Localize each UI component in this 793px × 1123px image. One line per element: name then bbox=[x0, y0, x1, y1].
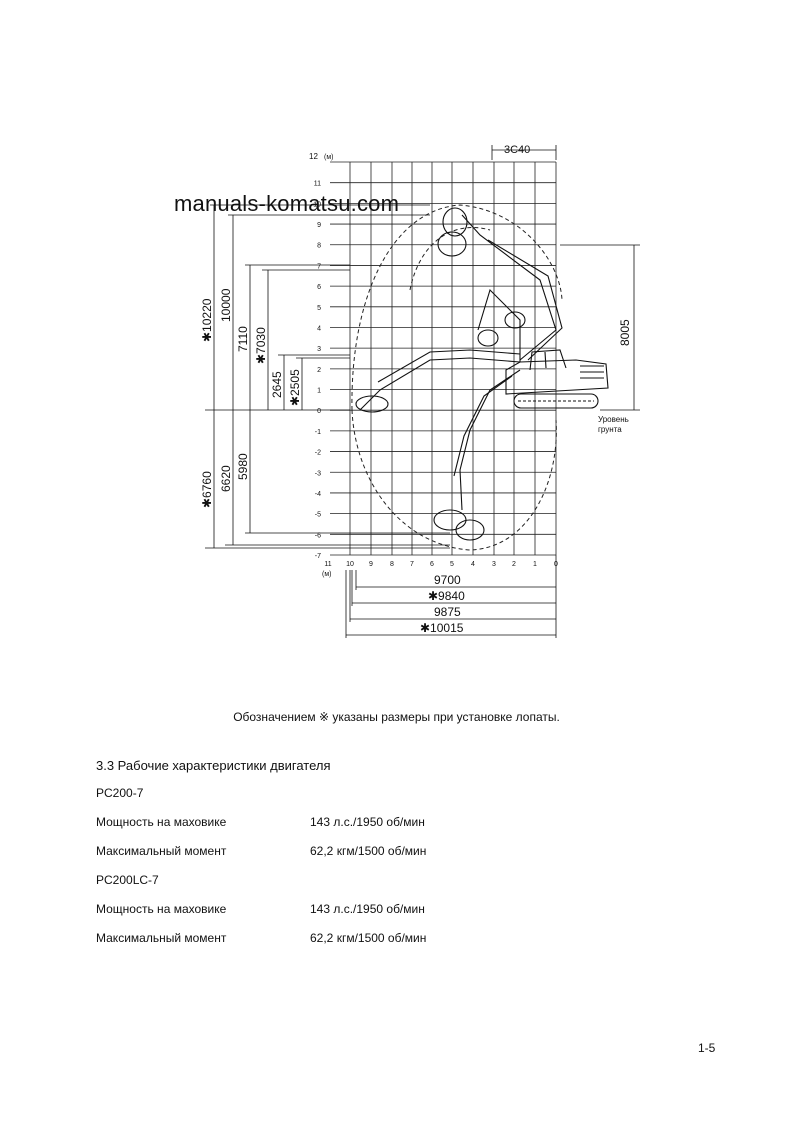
unit-label: (м) bbox=[324, 154, 333, 161]
shovel-note: Обозначением ※ указаны размеры при устан… bbox=[233, 710, 560, 724]
dimension-left-5: 2645 bbox=[270, 371, 284, 398]
spec-label: Максимальный момент bbox=[96, 844, 227, 858]
watermark-text: manuals-komatsu.com bbox=[174, 191, 400, 216]
x-tick-label: 10 bbox=[346, 561, 354, 568]
y-tick-label: -7 bbox=[315, 553, 321, 560]
dimension-bottom-1: 9700 bbox=[434, 573, 461, 587]
working-envelope bbox=[351, 204, 563, 551]
y-tick-label: 11 bbox=[314, 181, 321, 188]
spec-label: Мощность на маховике bbox=[96, 815, 227, 829]
dimension-right: 8005 bbox=[618, 319, 632, 346]
spec-label: Максимальный момент bbox=[96, 931, 227, 945]
x-tick-label: 4 bbox=[471, 561, 475, 568]
y-tick-label: 5 bbox=[317, 305, 321, 312]
dimension-left-6: ✱2505 bbox=[288, 369, 302, 406]
y-tick-label: -3 bbox=[315, 470, 321, 477]
dimension-left-9: 5980 bbox=[236, 453, 250, 480]
y-tick-label: -4 bbox=[315, 491, 321, 498]
dimension-left-2: 10000 bbox=[219, 288, 233, 322]
grid bbox=[330, 161, 557, 556]
page-number: 1-5 bbox=[698, 1041, 716, 1055]
y-tick-label: 9 bbox=[317, 222, 321, 229]
spec-value: 143 л.с./1950 об/мин bbox=[310, 902, 425, 916]
dimension-left-1: ✱10220 bbox=[200, 298, 214, 342]
dimension-left-3: 7110 bbox=[236, 326, 250, 352]
y-tick-label: 8 bbox=[317, 243, 321, 250]
y-tick-label: 6 bbox=[317, 284, 321, 291]
y-tick-label: -6 bbox=[315, 532, 321, 539]
section-title: 3.3 Рабочие характеристики двигателя bbox=[96, 758, 331, 773]
x-tick-label: 9 bbox=[369, 561, 373, 568]
y-tick-label: 0 bbox=[317, 408, 321, 415]
dimension-lines bbox=[205, 145, 640, 638]
x-unit-label: (м) bbox=[322, 571, 331, 578]
x-tick-label: 7 bbox=[410, 561, 414, 568]
dimension-bottom-4: ✱10015 bbox=[420, 621, 464, 635]
ground-level-label-2: грунта bbox=[598, 425, 622, 434]
x-tick-label: 5 bbox=[450, 561, 454, 568]
y-tick-label: 7 bbox=[317, 263, 321, 270]
spec-value: 62,2 кгм/1500 об/мин bbox=[310, 844, 427, 858]
spec-value: 62,2 кгм/1500 об/мин bbox=[310, 931, 427, 945]
dimension-left-4: ✱7030 bbox=[254, 327, 268, 364]
excavator-illustration bbox=[355, 207, 609, 541]
dimension-bottom-3: 9875 bbox=[434, 605, 461, 619]
x-tick-label: 6 bbox=[430, 561, 434, 568]
y-tick-label: -1 bbox=[315, 429, 321, 436]
y-tick-label: -5 bbox=[315, 512, 321, 519]
model-name: PC200LC-7 bbox=[96, 873, 159, 887]
x-tick-label: 11 bbox=[324, 561, 331, 568]
y-tick-label: 4 bbox=[317, 325, 321, 332]
dimension-bottom-2: ✱9840 bbox=[428, 589, 465, 603]
x-tick-label: 2 bbox=[512, 561, 516, 568]
y-tick-label: -2 bbox=[315, 450, 321, 457]
dimension-top: 3С40 bbox=[504, 144, 530, 156]
y-tick-label: 12 bbox=[309, 152, 318, 161]
x-tick-label: 8 bbox=[390, 561, 394, 568]
model-name: PC200-7 bbox=[96, 786, 144, 800]
spec-value: 143 л.с./1950 об/мин bbox=[310, 815, 425, 829]
x-tick-label: 1 bbox=[533, 561, 537, 568]
spec-label: Мощность на маховике bbox=[96, 902, 227, 916]
ground-level-label-1: Уровень bbox=[598, 415, 629, 424]
y-tick-label: 2 bbox=[317, 367, 321, 374]
y-tick-label: 3 bbox=[317, 346, 321, 353]
x-tick-label: 3 bbox=[492, 561, 496, 568]
y-tick-label: 1 bbox=[317, 388, 321, 395]
dimension-left-7: ✱6760 bbox=[200, 471, 214, 508]
dimension-left-8: 6620 bbox=[219, 465, 233, 492]
